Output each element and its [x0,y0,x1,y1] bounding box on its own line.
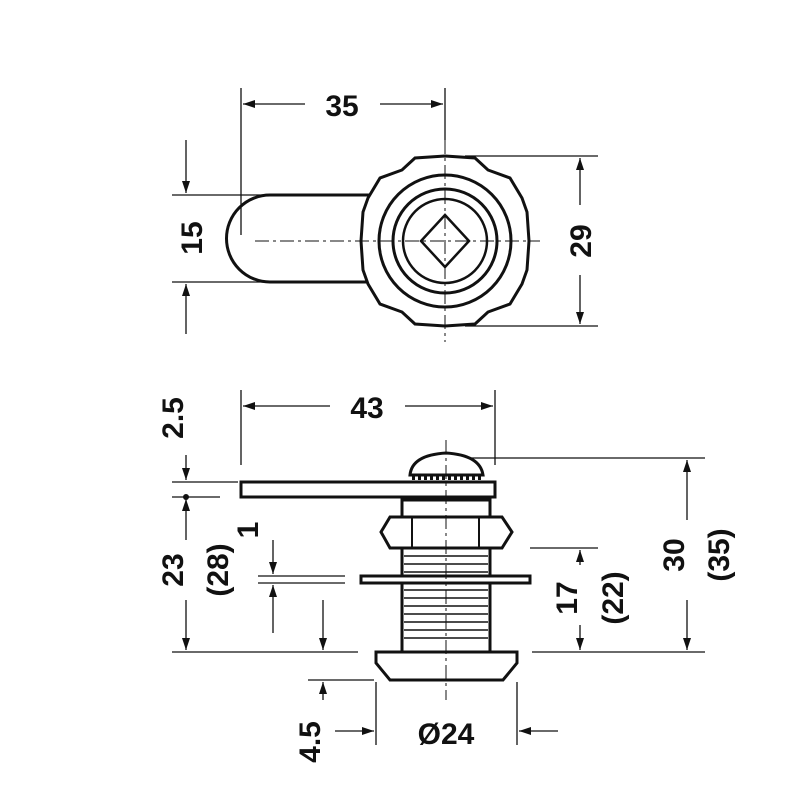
dim-1: 1 [232,522,265,539]
dim-2-5: 2.5 [157,397,190,439]
side-view: 43 2.5 23 (28) 1 17 (22) 30 (35) 4.5 Ø24 [157,390,736,763]
dim-diameter-24: Ø24 [418,718,475,751]
dim-35-alt: (35) [703,528,736,581]
dim-28: (28) [202,543,235,596]
cam-arm [225,193,375,284]
top-view: 35 15 29 [172,88,598,342]
dim-23: 23 [157,553,190,586]
dim-30: 30 [658,538,691,571]
dim-22: (22) [597,571,630,624]
dim-43: 43 [350,392,383,425]
dim-29: 29 [565,224,598,257]
cam-plate [239,480,497,499]
dim-35: 35 [325,90,358,123]
dim-15: 15 [176,221,209,254]
dim-4-5: 4.5 [294,721,327,763]
dim-17: 17 [551,581,584,614]
